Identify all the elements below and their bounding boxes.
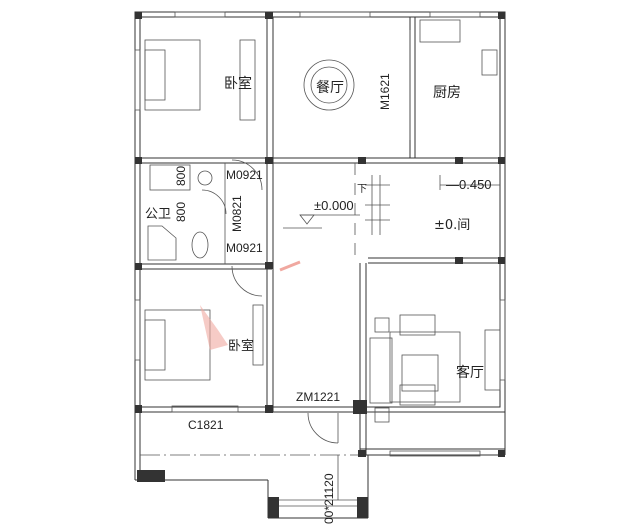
columns <box>135 12 505 518</box>
room-label-kitchen: 厨房 <box>433 85 461 101</box>
room-label-bathroom: 公卫 <box>145 207 172 222</box>
level-lower: —0.450 <box>446 177 492 192</box>
level-main: ±0.000 <box>314 198 354 213</box>
door-label-kitchen: M1621 <box>378 73 392 110</box>
wardrobe-top <box>239 39 256 121</box>
furniture <box>144 19 501 423</box>
coffee-table <box>401 354 439 392</box>
toilet <box>191 231 209 259</box>
door-label-bath-top: M0921 <box>226 168 263 182</box>
tv-cabinet <box>484 329 501 391</box>
room-label-bedroom-top: 卧室 <box>224 76 252 92</box>
level-marker <box>283 175 500 229</box>
stove <box>481 49 498 76</box>
watermark-mark <box>200 305 228 350</box>
watermark-mark <box>279 260 301 272</box>
level-down-mark: 下 <box>357 184 367 195</box>
room-label-living: 客厅 <box>456 365 484 381</box>
stair-dimension: 00*21120 <box>322 473 336 525</box>
door-label-bath-mid: M0821 <box>230 195 244 232</box>
sofa <box>369 337 393 404</box>
room-label-utility: ±0.间 <box>434 218 471 233</box>
room-label-dining: 餐厅 <box>316 80 344 96</box>
shower <box>147 225 177 261</box>
armchair-top <box>399 314 436 336</box>
wardrobe-bottom <box>252 304 264 366</box>
doors <box>201 30 411 444</box>
room-label-bedroom-bottom: 卧室 <box>228 339 255 354</box>
sink <box>419 19 461 43</box>
door-label-entrance: ZM1221 <box>296 390 341 404</box>
dimension-b: 800 <box>174 201 188 222</box>
dining-table <box>310 66 348 104</box>
wash-basin <box>149 164 191 191</box>
door-label-bath-bottom: M0921 <box>226 241 263 255</box>
armchair-bottom <box>399 384 436 406</box>
dimension-a: 800 <box>174 165 188 186</box>
window-label-bedroom: C1821 <box>188 418 224 432</box>
